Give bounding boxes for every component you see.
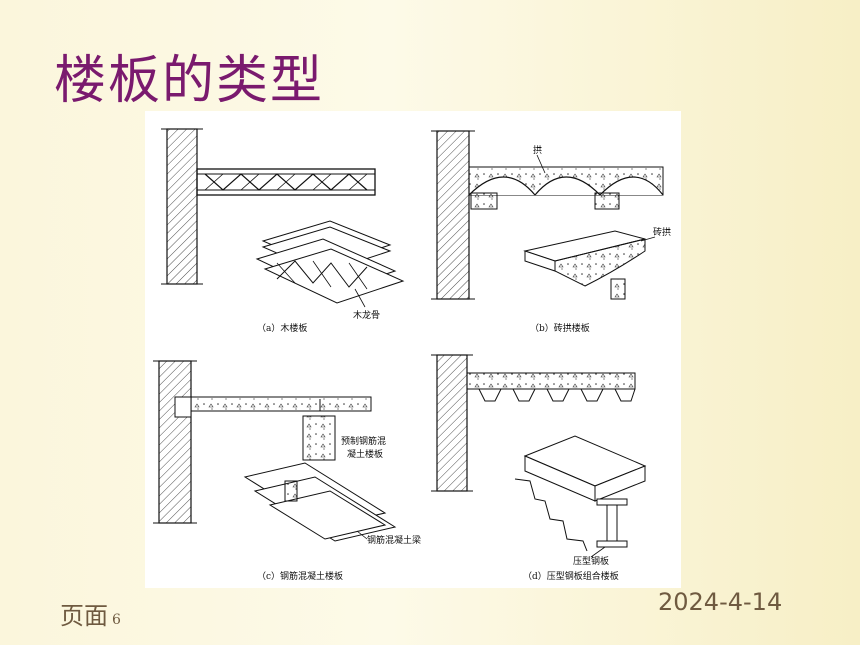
panel-b-brick-arch-label: 砖拱 bbox=[653, 226, 671, 238]
panel-c-precast-label-1: 预制钢筋混 bbox=[341, 435, 386, 447]
panel-d-caption: （d）压型钢板组合楼板 bbox=[523, 570, 619, 582]
panel-a-timber-floor: 木龙骨 （a）木楼板 bbox=[161, 128, 405, 334]
panel-d-composite-deck: 压型钢板 （d）压型钢板组合楼板 bbox=[431, 354, 647, 582]
floor-types-figure: 木龙骨 （a）木楼板 拱 砖拱 （b）砖拱楼板 bbox=[145, 111, 681, 588]
panel-a-label: 木龙骨 bbox=[353, 309, 380, 321]
panel-c-rc-floor: 预制钢筋混 凝土楼板 钢筋混凝土梁 （c）钢筋混凝土楼板 bbox=[153, 360, 421, 582]
panel-d-label: 压型钢板 bbox=[573, 555, 609, 567]
slide-date: 2024-4-14 bbox=[658, 588, 783, 616]
panel-b-caption: （b）砖拱楼板 bbox=[530, 322, 590, 334]
panel-c-beam-label: 钢筋混凝土梁 bbox=[367, 534, 421, 546]
panel-c-precast-label-2: 凝土楼板 bbox=[347, 448, 383, 460]
slide-title: 楼板的类型 bbox=[54, 51, 325, 111]
panel-a-caption: （a）木楼板 bbox=[257, 322, 307, 334]
page-label: 页面 bbox=[60, 602, 108, 630]
panel-b-brick-arch-floor: 拱 砖拱 （b）砖拱楼板 bbox=[431, 130, 671, 334]
page-number-value: 6 bbox=[112, 612, 121, 628]
panel-b-arch-label: 拱 bbox=[533, 144, 542, 156]
floor-types-diagram: 木龙骨 （a）木楼板 拱 砖拱 （b）砖拱楼板 bbox=[153, 128, 671, 582]
panel-c-caption: （c）钢筋混凝土楼板 bbox=[257, 570, 343, 582]
